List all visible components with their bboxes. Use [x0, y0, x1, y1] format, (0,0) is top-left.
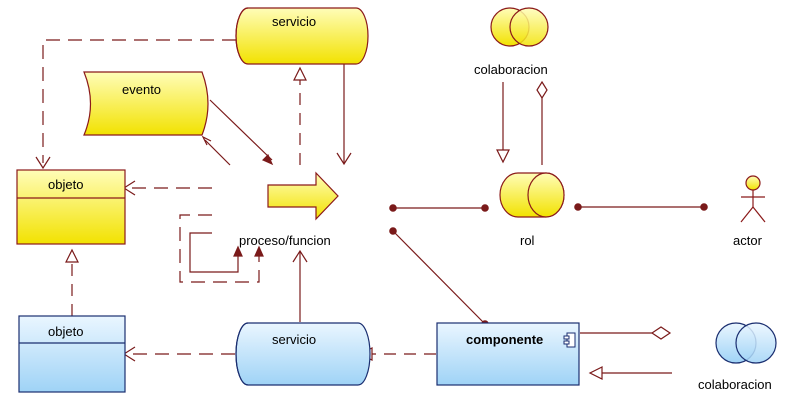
component-icon: [563, 332, 576, 348]
servicio-bottom-node[interactable]: [235, 322, 371, 386]
diamond-head: [650, 326, 672, 340]
colaboracion-bottom-node[interactable]: [715, 322, 777, 364]
objeto-top-node[interactable]: [16, 169, 126, 245]
servicio-top-node[interactable]: [235, 7, 369, 65]
proceso-funcion-node[interactable]: [267, 171, 339, 221]
connector-evento-proceso[interactable]: [209, 99, 273, 161]
colaboracion-top-label: colaboracion: [474, 62, 548, 77]
objeto-bottom-label: objeto: [48, 324, 84, 339]
connector-proceso-self-inner[interactable]: [189, 232, 239, 273]
connector-dot: [389, 227, 397, 235]
arrowhead: [261, 153, 274, 166]
rol-node[interactable]: [499, 172, 565, 218]
rol-label: rol: [520, 233, 535, 248]
connector-dot: [574, 203, 582, 211]
arrowhead: [233, 245, 243, 257]
diamond-head: [536, 80, 548, 100]
connector-proceso-evento[interactable]: [204, 139, 231, 166]
servicio-bottom-label: servicio: [272, 332, 317, 347]
connector-dot: [389, 204, 397, 212]
objeto-top-label: objeto: [48, 177, 84, 192]
arrowhead: [201, 135, 212, 146]
triangle-head: [588, 366, 603, 380]
colaboracion-bottom-label: colaboracion: [698, 377, 772, 392]
arrowhead: [254, 245, 264, 257]
proceso-funcion-label: proceso/funcion: [239, 233, 331, 248]
colaboracion-top-node[interactable]: [490, 7, 549, 47]
actor-node[interactable]: [740, 175, 766, 223]
connector-proceso-componente[interactable]: [392, 230, 486, 325]
connector-servicio-objeto-top[interactable]: [42, 39, 236, 163]
connector-dot: [700, 203, 708, 211]
objeto-bottom-node[interactable]: [18, 315, 126, 393]
triangle-head: [65, 248, 79, 263]
connector-dot: [481, 204, 489, 212]
componente-node[interactable]: [436, 322, 580, 386]
arrowhead: [35, 156, 51, 170]
triangle-head: [496, 149, 510, 164]
evento-node[interactable]: [83, 71, 209, 136]
connector-proceso-self-outer[interactable]: [179, 214, 260, 283]
arrowhead: [336, 152, 352, 166]
evento-label: evento: [122, 82, 162, 97]
triangle-head: [293, 66, 307, 81]
servicio-top-label: servicio: [272, 14, 317, 29]
actor-label: actor: [733, 233, 762, 248]
componente-label: componente: [466, 332, 544, 347]
connectors: [35, 39, 708, 380]
arrowhead: [292, 249, 308, 263]
